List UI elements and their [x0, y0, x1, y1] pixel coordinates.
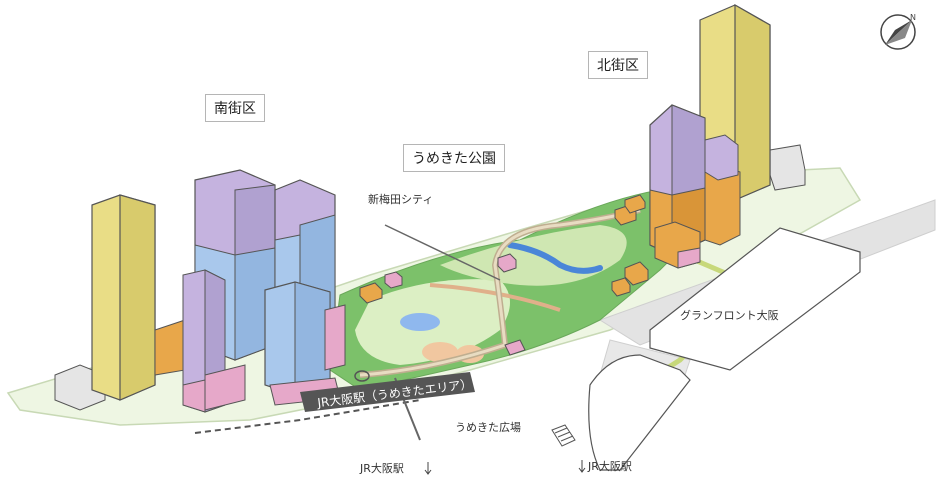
pedestrian-deck-inner	[359, 208, 641, 377]
jr-osaka-station-label-2: JR大阪駅	[587, 459, 632, 473]
north-district-label: 北街区	[588, 51, 648, 79]
park-pond	[400, 313, 440, 331]
arrow-down-icon	[424, 462, 432, 475]
park-pavilion	[359, 194, 649, 304]
umekita-plaza-label: うめきた広場	[455, 421, 521, 434]
grand-front-building-2	[588, 354, 691, 471]
round-plaza-pink	[504, 339, 526, 356]
jr-osaka-station-label-1: JR大阪駅	[359, 461, 404, 475]
umekita-park-label: うめきた公園	[403, 144, 505, 172]
north-low-block	[769, 144, 806, 191]
grand-front-building	[649, 227, 861, 371]
jr-rail-line	[194, 399, 421, 434]
round-plaza	[354, 370, 370, 382]
svg-text:N: N	[910, 13, 916, 22]
compass-north-icon: N	[880, 13, 916, 50]
park-flowerbed	[422, 342, 458, 362]
south-podium-pink	[204, 364, 246, 411]
shin-umeda-city-label: 新梅田シティ	[368, 192, 433, 206]
shin-umeda-route	[384, 224, 501, 281]
south-district-label: 南街区	[205, 94, 265, 122]
grand-front-label: グランフロント大阪	[680, 308, 779, 322]
south-podium-orange	[154, 319, 186, 376]
jr-umekita-band	[300, 372, 475, 412]
arrow-down-icon-2	[578, 460, 586, 473]
stairs-icon	[551, 424, 576, 447]
park-stream	[507, 242, 603, 274]
